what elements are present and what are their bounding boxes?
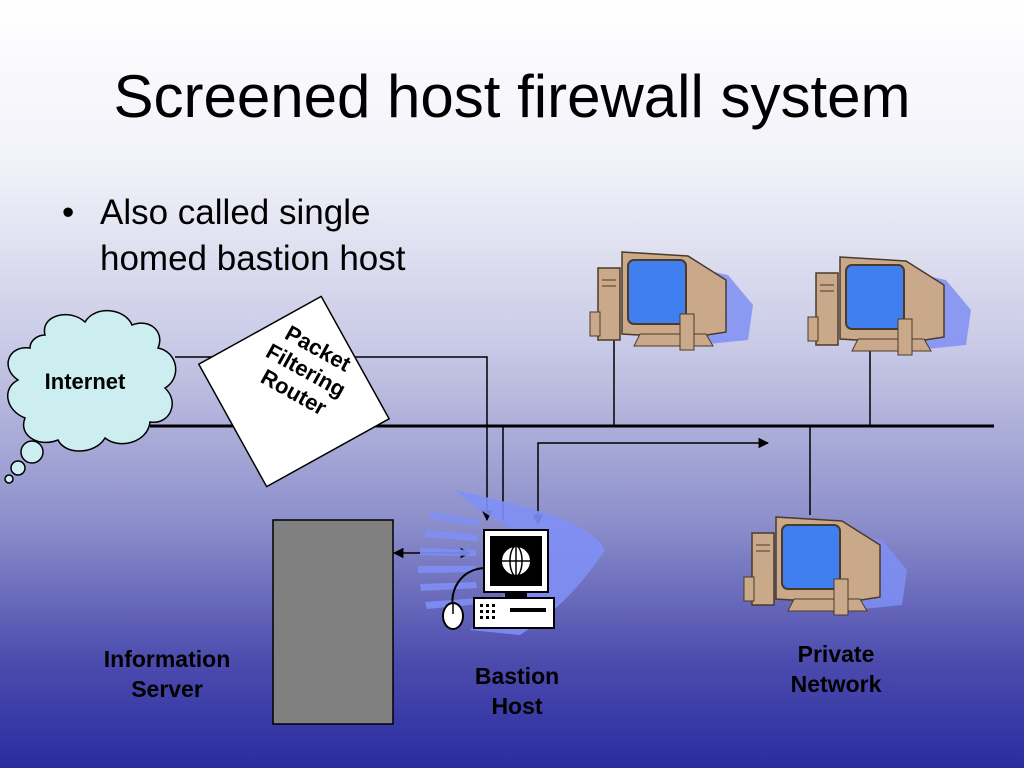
router-to-bastion-route	[350, 356, 493, 522]
bastion-swoosh	[418, 490, 605, 635]
private-network-label-line-1: Private	[797, 641, 875, 667]
bastion-to-private-route	[532, 437, 770, 526]
information-server-label: Information Server	[82, 644, 252, 704]
private-pc-3	[743, 516, 907, 616]
information-server-label-line-2: Server	[131, 676, 203, 702]
private-network-label-line-2: Network	[790, 671, 882, 697]
bullet-text: Also called single homed bastion host	[100, 193, 406, 278]
bastion-host-label-line-2: Host	[491, 693, 543, 719]
router-box	[197, 295, 391, 488]
slide-title: Screened host firewall system	[113, 63, 911, 130]
bastion-host-label-line-1: Bastion	[474, 663, 560, 689]
internet-cloud	[4, 309, 177, 484]
bullet-dot: •	[62, 193, 75, 232]
information-server-box	[272, 519, 394, 725]
private-pc-1	[589, 251, 753, 351]
private-network-label: Private Network	[766, 639, 906, 699]
private-pc-2	[807, 256, 971, 356]
information-server-label-line-1: Information	[103, 646, 231, 672]
internet-label: Internet	[44, 369, 126, 394]
bastion-host-computer	[442, 529, 555, 630]
bastion-host-label: Bastion Host	[447, 661, 587, 721]
